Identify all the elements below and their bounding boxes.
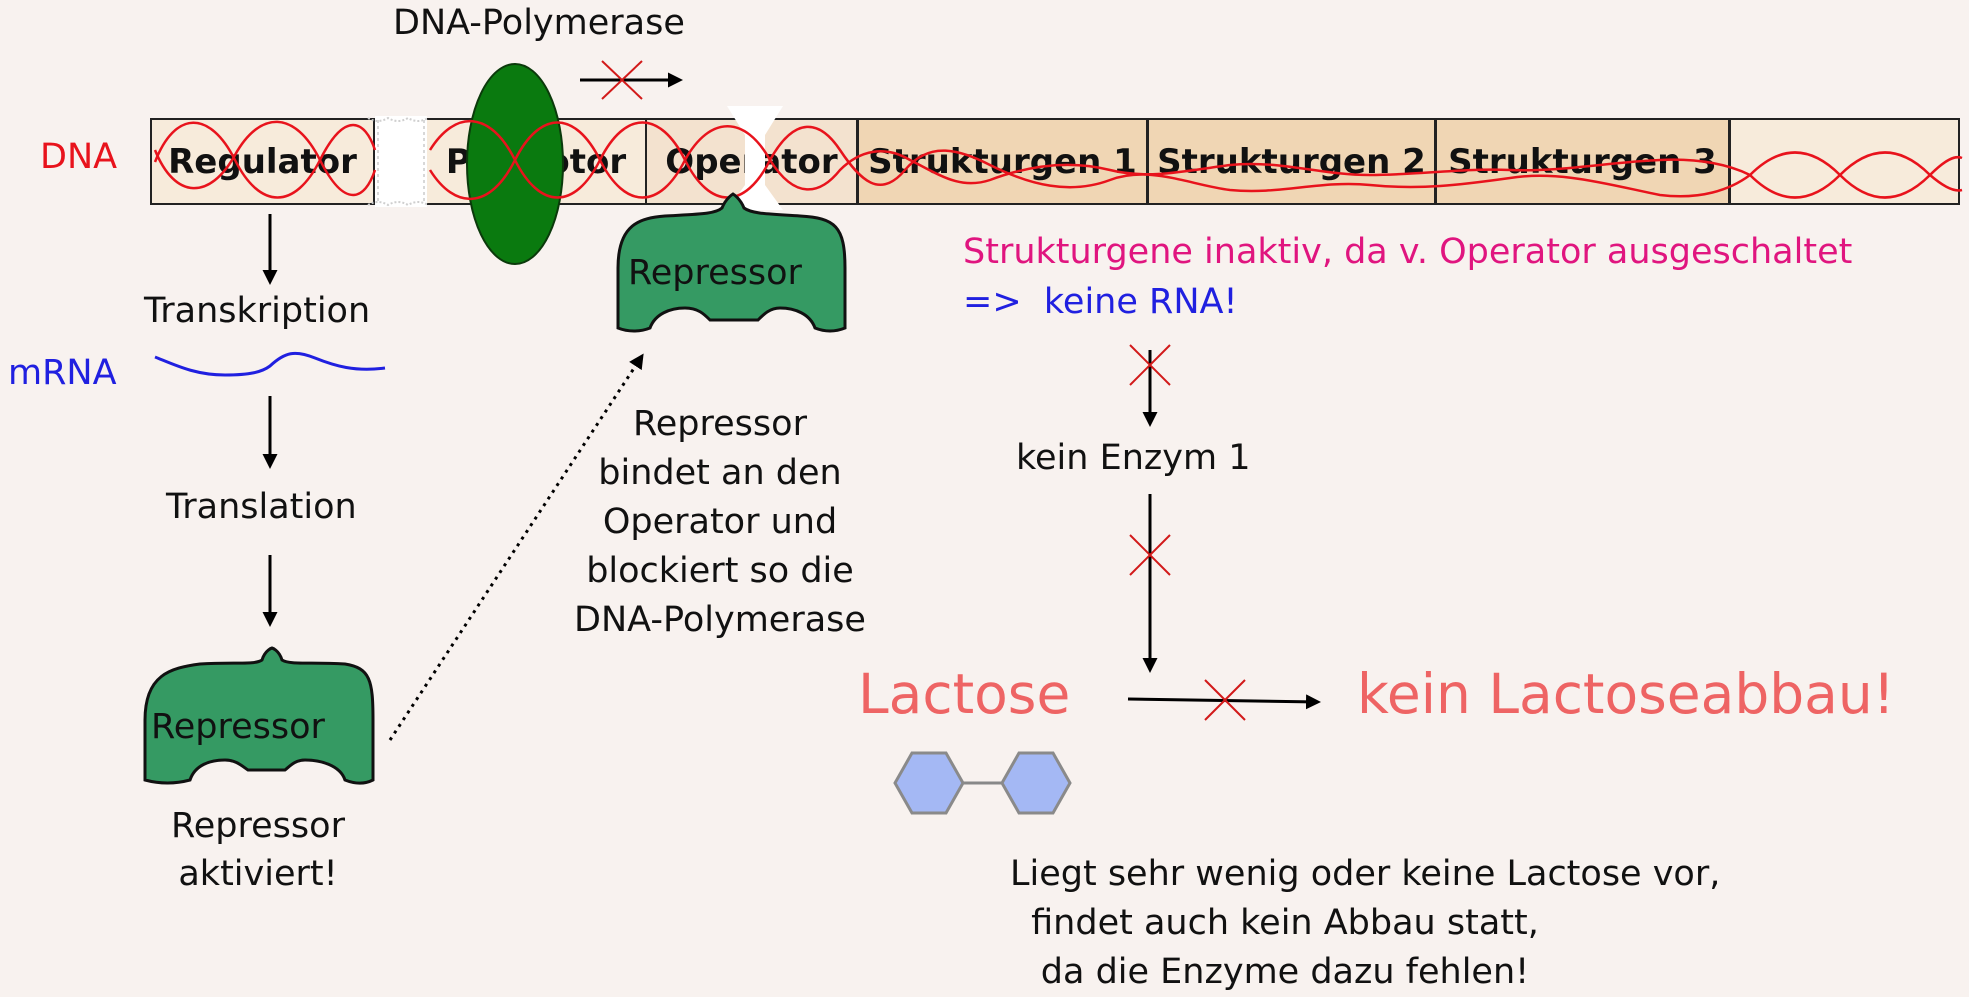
dna-label: DNA: [40, 137, 118, 177]
repressor-bottom-label: Repressor: [151, 707, 325, 747]
binding-note-line-5: DNA-Polymerase: [574, 600, 866, 640]
blocked-arrow-to-enzyme: [1129, 344, 1171, 427]
blocked-arrow-enzyme-reaction: [1129, 494, 1171, 673]
explanation-line-3: da die Enzyme dazu fehlen!: [1040, 952, 1530, 992]
dna-helix: [153, 120, 1963, 200]
binding-note-line-1: Repressor: [633, 404, 807, 444]
polymerase-blocked-arrow: [580, 60, 683, 100]
blocked-arrow-lactose-breakdown: [1127, 679, 1321, 721]
transkription-label: Transkription: [144, 291, 371, 331]
repressor-bottom-shape: [143, 646, 375, 785]
repressor-activated-line-2: aktiviert!: [178, 854, 338, 894]
genes-inactive-text: Strukturgene inaktiv, da v. Operator aus…: [963, 232, 1853, 272]
lactose-molecule: [893, 751, 1072, 815]
no-breakdown-label: kein Lactoseabbau!: [1357, 662, 1895, 726]
explanation-text: Liegt sehr wenig oder keine Lactose vor,…: [1010, 850, 1721, 997]
no-enzyme-text: kein Enzym 1: [1016, 438, 1251, 478]
operator-cut: [727, 106, 783, 210]
binding-note-line-4: blockiert so die: [586, 551, 854, 591]
binding-note-line-2: bindet an den: [598, 453, 842, 493]
dna-segment-strukturgen-3: Strukturgen 3: [1435, 118, 1730, 205]
repressor-top-shape: [616, 192, 847, 333]
explanation-line-1: Liegt sehr wenig oder keine Lactose vor,: [1010, 854, 1721, 894]
mrna-label: mRNA: [8, 353, 117, 393]
dna-segment-strukturgen-1: Strukturgen 1: [857, 118, 1148, 205]
no-rna-text: => keine RNA!: [963, 282, 1238, 322]
explanation-line-2: findet auch kein Abbau statt,: [1031, 903, 1539, 943]
dna-gap: [367, 116, 429, 207]
repressor-top-label: Repressor: [628, 253, 802, 293]
dna-polymerase-blob: [466, 63, 564, 265]
translation-label: Translation: [166, 487, 357, 527]
strukturgen-3-label: Strukturgen 3: [1448, 141, 1717, 182]
dna-polymerase-label: DNA-Polymerase: [393, 3, 685, 43]
binding-note: Repressor bindet an den Operator und blo…: [548, 400, 892, 645]
binding-note-line-3: Operator und: [602, 502, 838, 542]
repressor-activated-note: Repressor aktiviert!: [150, 802, 366, 898]
repressor-activated-line-1: Repressor: [171, 806, 345, 846]
lactose-label: Lactose: [858, 662, 1071, 726]
mrna-strand: [154, 351, 386, 377]
